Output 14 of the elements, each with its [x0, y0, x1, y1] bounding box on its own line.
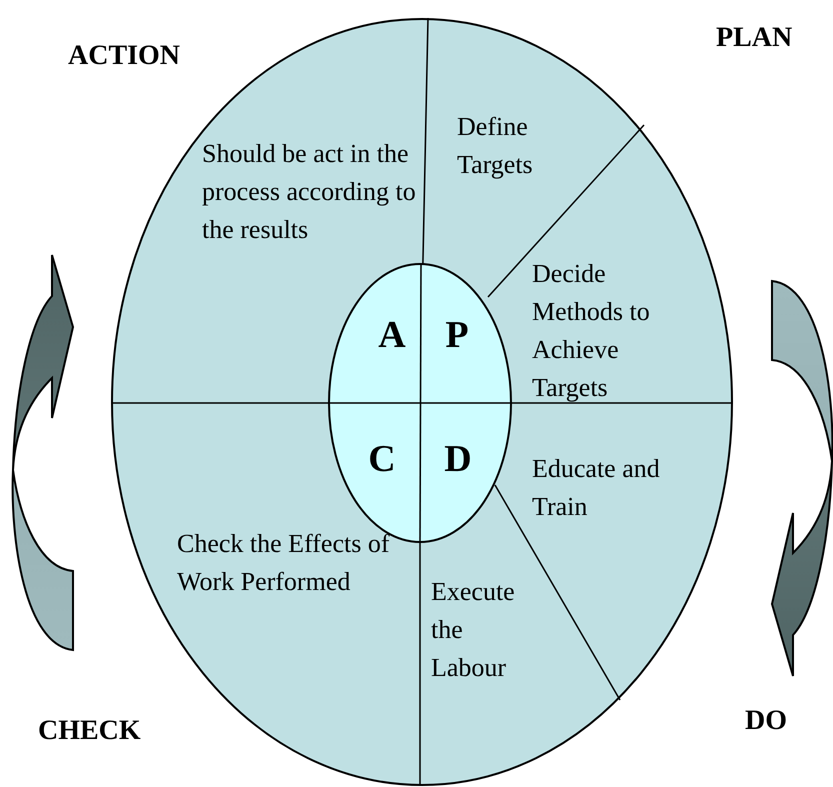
phase-label: CHECK — [38, 715, 141, 747]
phase-label: ACTION — [68, 40, 180, 72]
quadrant-letter: P — [444, 313, 470, 357]
step-text: Should be act in the process according to the results — [202, 138, 417, 246]
quadrant-letter: A — [377, 313, 407, 357]
step-text: Define Targets — [457, 111, 534, 181]
quadrant-letter: C — [367, 437, 397, 481]
quadrant-letter: D — [443, 437, 473, 481]
phase-label: DO — [745, 705, 787, 737]
phase-label: PLAN — [716, 22, 792, 54]
step-text: Decide Methods to Achieve Targets — [532, 258, 651, 404]
step-text: Educate and Train — [532, 453, 661, 523]
step-text: Check the Effects of Work Performed — [177, 528, 390, 598]
step-text: Execute the Labour — [431, 576, 516, 684]
